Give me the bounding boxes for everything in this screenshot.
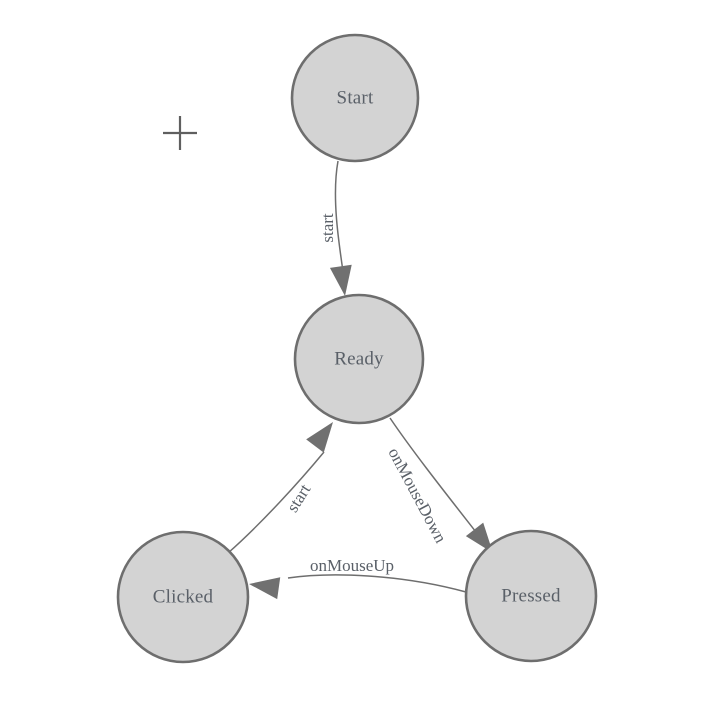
crosshair-marker: [163, 116, 197, 150]
edge-label-start-to-ready: start: [318, 213, 337, 243]
arrowhead-start-to-ready: [329, 264, 352, 296]
node-label-pressed: Pressed: [501, 585, 561, 606]
state-node-start[interactable]: Start: [290, 33, 420, 163]
node-circle-clicked[interactable]: [116, 530, 250, 664]
arrowhead-clicked-to-ready: [306, 422, 333, 453]
arrowhead-pressed-to-clicked: [249, 577, 281, 600]
arrowhead-ready-to-pressed: [465, 522, 493, 553]
edge-clicked-to-ready: [227, 451, 325, 554]
edge-label-pressed-to-clicked: onMouseUp: [310, 556, 394, 575]
node-circle-pressed[interactable]: [464, 529, 598, 663]
edge-ready-to-pressed: [389, 417, 484, 542]
state-node-pressed[interactable]: Pressed: [464, 529, 598, 663]
state-node-clicked[interactable]: Clicked: [116, 530, 250, 664]
node-circle-start[interactable]: [290, 33, 420, 163]
node-circle-ready[interactable]: [293, 293, 425, 425]
node-label-start: Start: [337, 87, 374, 108]
edge-layer: [227, 160, 493, 600]
edge-pressed-to-clicked: [287, 574, 467, 593]
edge-label-ready-to-pressed: onMouseDown: [384, 445, 450, 547]
node-label-clicked: Clicked: [153, 586, 214, 607]
node-label-ready: Ready: [334, 348, 384, 369]
state-node-ready[interactable]: Ready: [293, 293, 425, 425]
edge-label-clicked-to-ready: start: [283, 480, 315, 515]
